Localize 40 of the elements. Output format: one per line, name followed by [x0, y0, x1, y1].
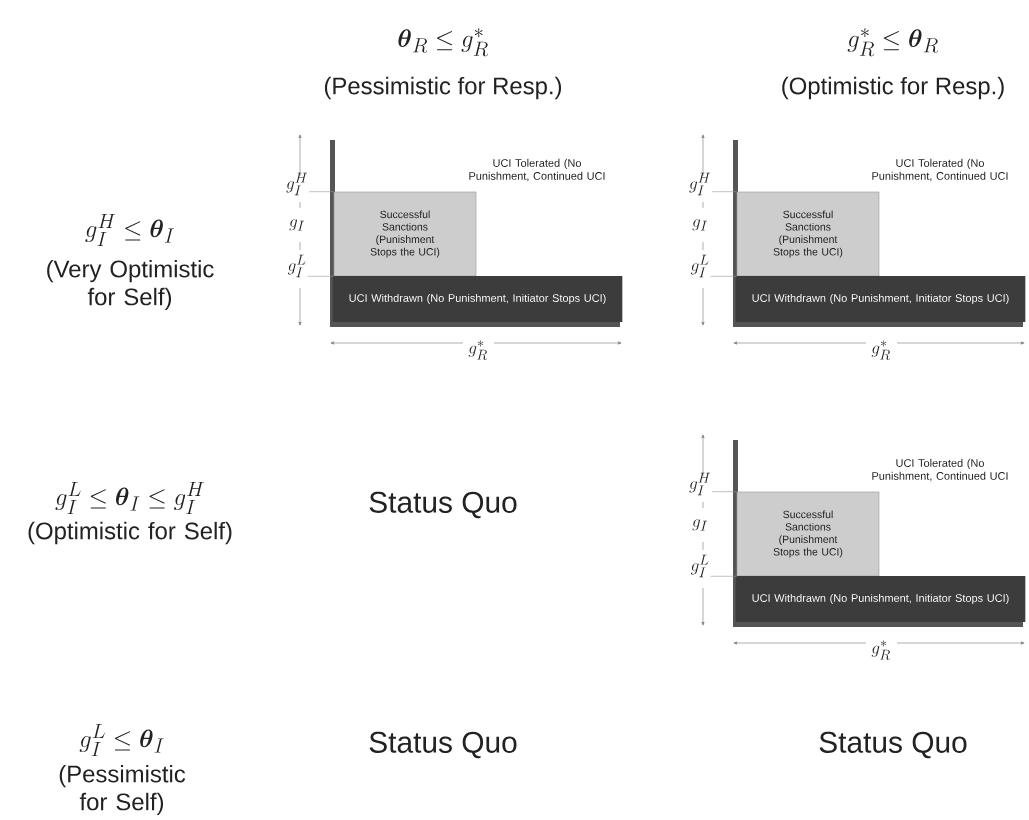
- withdrawn-band: UCI Withdrawn (No Punishment, Initiator Stops UCI): [735, 276, 1026, 322]
- axis-label: $g_I^H$: [689, 172, 711, 196]
- region-label: UCI Tolerated (No Punishment, Continued UCI: [872, 158, 1008, 182]
- region-heading: $\boldsymbol{\theta}_R \leq g_R^{*}$: [398, 28, 488, 57]
- axis-label: $g_I$: [692, 219, 708, 231]
- sanctions-box: Successful Sanctions (Punishment Stops the UCI): [333, 191, 477, 277]
- axis-label: $g_I^H$: [286, 172, 308, 196]
- caption-text: (Pessimistic for Self): [59, 764, 186, 816]
- region-label: UCI Tolerated (No Punishment, Continued UCI: [872, 458, 1008, 482]
- region-heading: $g_R^{*} \leq \boldsymbol{\theta}_R$: [847, 28, 938, 57]
- tick-line: [710, 276, 737, 277]
- caption-text: (Very Optimistic for Self): [47, 259, 214, 311]
- row-heading: $g_I^L \leq \boldsymbol{\theta}_I \leq g_I^H$: [55, 481, 204, 515]
- sanctions-box: Successful Sanctions (Punishment Stops the UCI): [736, 191, 880, 277]
- caption-text: (Optimistic for Resp.): [782, 76, 1004, 100]
- axis-label: $g_I^L$: [690, 554, 709, 578]
- tick-line: [307, 276, 334, 277]
- outcome-text: Status Quo: [369, 491, 517, 519]
- tick-line: [711, 491, 737, 492]
- row-heading: $g_I^H \leq \boldsymbol{\theta}_I$: [85, 213, 174, 247]
- withdrawn-band: UCI Withdrawn (No Punishment, Initiator Stops UCI): [332, 276, 623, 322]
- axis-label: $g_I$: [289, 219, 305, 231]
- row-heading: $g_I^L \leq \boldsymbol{\theta}_I$: [79, 723, 164, 757]
- outcome-text: Status Quo: [819, 731, 967, 759]
- caption-text: (Optimistic for Self): [28, 521, 232, 545]
- caption-text: (Pessimistic for Resp.): [324, 76, 562, 100]
- axis-label: $g_I^L$: [287, 254, 306, 278]
- axis-label: $g_R^{*}$: [871, 640, 890, 660]
- outcome-text: Status Quo: [369, 731, 517, 759]
- tick-line: [711, 191, 737, 192]
- axis-label: $g_R^{*}$: [871, 340, 890, 360]
- sanctions-box: Successful Sanctions (Punishment Stops the UCI): [736, 491, 880, 577]
- axis-label: $g_R^{*}$: [468, 340, 487, 360]
- axis-label: $g_I^H$: [689, 472, 711, 496]
- tick-line: [710, 576, 737, 577]
- axis-label: $g_I^L$: [690, 254, 709, 278]
- region-label: UCI Tolerated (No Punishment, Continued UCI: [469, 158, 605, 182]
- withdrawn-band: UCI Withdrawn (No Punishment, Initiator Stops UCI): [735, 576, 1026, 622]
- axis-label: $g_I$: [692, 519, 708, 531]
- tick-line: [308, 191, 334, 192]
